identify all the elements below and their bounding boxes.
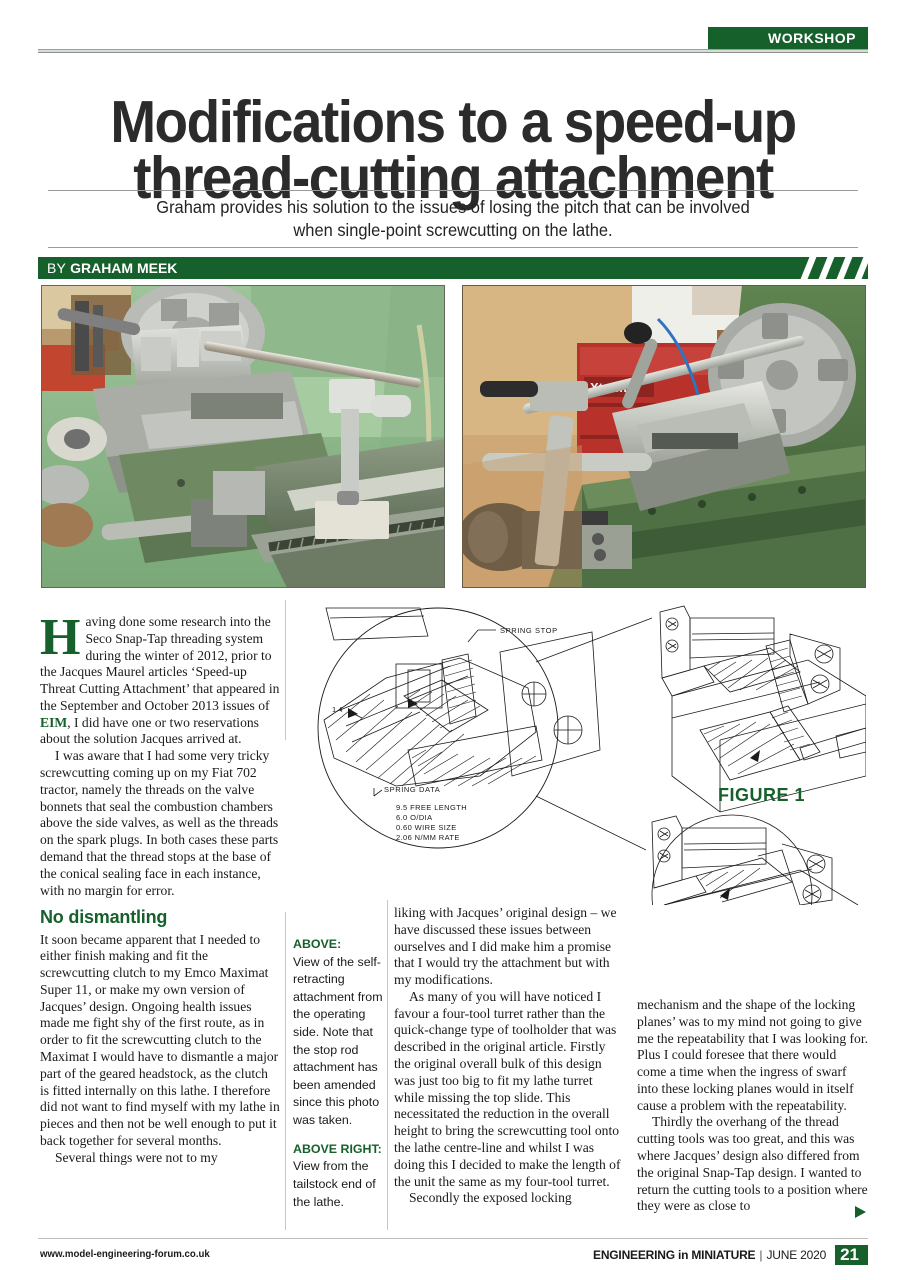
body-column-3: liking with Jacques’ original design – w… [394, 905, 622, 1207]
body-column-4: mechanism and the shape of the locking p… [637, 997, 869, 1215]
spring-data-line-2: 6.0 O/DIA [396, 813, 433, 822]
footer-magazine-main: ENGINEERING [593, 1248, 675, 1262]
section-badge: WORKSHOP [708, 27, 868, 49]
headline-line-2: thread-cutting attachment [133, 145, 774, 212]
caption-above-right-label: ABOVE RIGHT: [293, 1141, 382, 1156]
footer-magazine-name: ENGINEERING in MINIATURE [593, 1248, 756, 1262]
figure-1-lower-view [651, 814, 859, 976]
caption-column: ABOVE: View of the self-retracting attac… [293, 936, 385, 1211]
byline-text: BY GRAHAM MEEK [47, 257, 177, 279]
section-badge-label: WORKSHOP [768, 30, 856, 46]
column-rule-3 [387, 900, 388, 1230]
standfirst: Graham provides his solution to the issu… [91, 196, 815, 243]
standfirst-line-2: when single-point screwcutting on the la… [293, 220, 613, 241]
paragraph-7: Secondly the exposed locking [408, 1190, 572, 1206]
footer-issue-date: JUNE 2020 [766, 1248, 827, 1262]
footer-separator: | [759, 1248, 763, 1262]
continued-arrow-icon [855, 1206, 866, 1218]
paragraph-9: Thirdly the overhang of the thread cutti… [637, 1114, 868, 1214]
headline-line-1: Modifications to a speed-up [110, 88, 797, 155]
footer-magazine-tail: MINIATURE [691, 1248, 756, 1262]
caption-spacer [293, 1130, 385, 1141]
page-number-badge: 21 [835, 1245, 868, 1265]
spring-data-line-3: 0.60 WIRE SIZE [396, 823, 457, 832]
figure-1-graphic: 1.4 SPRING STOP SPRING DATA 9.5 FREE LEN… [317, 605, 867, 976]
dimension-label: 1.4 [332, 705, 342, 714]
paragraph-3: It soon became apparent that I needed to… [40, 931, 280, 1148]
spring-data-line-1: 9.5 FREE LENGTH [396, 803, 467, 812]
photo-operating-side [41, 285, 445, 588]
standfirst-rule-bottom [48, 247, 858, 248]
paragraph-1-text: aving done some research into the Seco S… [40, 614, 280, 713]
spring-data-title: SPRING DATA [384, 785, 440, 794]
paragraph-5: liking with Jacques’ original design – w… [394, 905, 617, 988]
magazine-abbrev: EIM [40, 714, 68, 730]
paragraph-1-tail: , I did have one or two reservations abo… [40, 714, 259, 747]
column-rule-1 [285, 600, 286, 740]
caption-above-right-text: View from the tailstock end of the lathe… [293, 1159, 376, 1209]
column-rule-2 [285, 912, 286, 1230]
photo-operating-side-graphic [41, 285, 445, 588]
footer-rule [38, 1238, 868, 1239]
paragraph-2: I was aware that I had some very tricky … [40, 748, 279, 898]
spring-stop-label: SPRING STOP [500, 626, 558, 635]
kicker-rule [38, 49, 868, 53]
byline-background [38, 257, 868, 279]
caption-above-label: ABOVE: [293, 937, 342, 951]
figure-label: FIGURE 1 [718, 785, 806, 805]
figure-1-diagram: 1.4 SPRING STOP SPRING DATA 9.5 FREE LEN… [300, 600, 867, 976]
footer-issue-info: ENGINEERING in MINIATURE | JUNE 2020 21 [593, 1245, 868, 1265]
byline-author: GRAHAM MEEK [70, 260, 178, 276]
caption-above-text: View of the self-retracting attachment f… [293, 954, 383, 1128]
footer-magazine-in: in [677, 1248, 689, 1262]
spring-data-line-4: 2.06 N/MM RATE [396, 833, 460, 842]
figure-1-upper-view [659, 605, 867, 813]
paragraph-6: As many of you will have noticed I favou… [394, 988, 621, 1189]
footer-website[interactable]: www.model-engineering-forum.co.uk [40, 1248, 210, 1260]
subheading-no-dismantling: No dismantling [40, 907, 168, 928]
drop-cap: H [40, 609, 81, 666]
byline-prefix: BY [47, 260, 67, 276]
photo-tailstock-end-graphic: Xtreme [462, 285, 866, 588]
standfirst-rule-top [48, 190, 858, 191]
kicker-bar: WORKSHOP [38, 27, 868, 53]
photo-tailstock-end: Xtreme [462, 285, 866, 588]
byline-bar: BY GRAHAM MEEK [38, 257, 868, 279]
standfirst-line-1: Graham provides his solution to the issu… [156, 197, 750, 217]
paragraph-4: Several things were not to my [54, 1149, 218, 1165]
paragraph-8: mechanism and the shape of the locking p… [637, 997, 869, 1113]
page-title: Modifications to a speed-up thread-cutti… [67, 88, 839, 212]
